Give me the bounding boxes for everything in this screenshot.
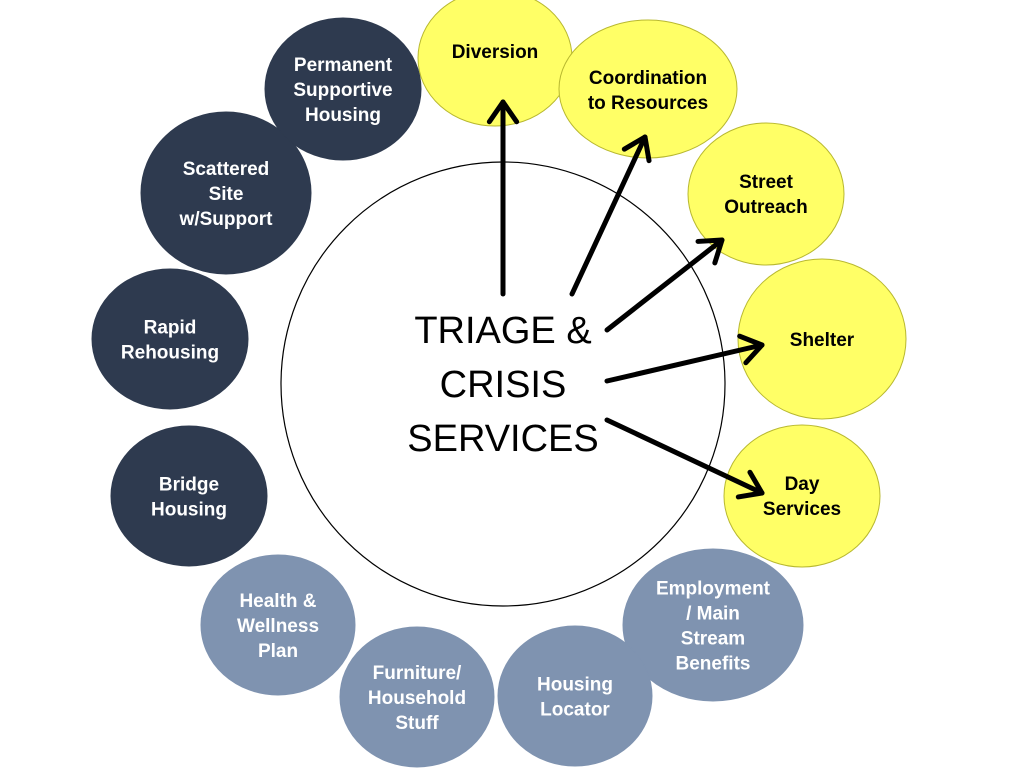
node-label-line: Permanent bbox=[294, 55, 393, 76]
arrow-to-day-services bbox=[604, 417, 765, 500]
node-circle-shelter bbox=[737, 258, 907, 420]
node-label-line: Day bbox=[785, 474, 820, 495]
node-label-line: Furniture/ bbox=[373, 663, 462, 684]
arrows-overlay bbox=[486, 99, 765, 500]
arrow-to-diversion bbox=[486, 99, 520, 297]
node-label-line: Household bbox=[368, 688, 466, 709]
node-circle-diversion bbox=[417, 0, 573, 127]
arrow-shaft bbox=[604, 417, 765, 496]
node-label-coordination-to-resources: Coordination to Resources bbox=[588, 68, 708, 114]
center-label: TRIAGE & CRISIS SERVICES bbox=[407, 310, 598, 460]
node-label-line: Employment bbox=[656, 579, 771, 600]
center-label-line: SERVICES bbox=[407, 418, 598, 460]
center-label-line: CRISIS bbox=[440, 364, 567, 406]
arrow-head bbox=[737, 333, 765, 366]
center-circle-group: TRIAGE & CRISIS SERVICES bbox=[280, 161, 726, 607]
node-circle-health-wellness-plan bbox=[200, 554, 356, 696]
node-label-line: Outreach bbox=[724, 197, 807, 218]
node-label-line: Housing bbox=[305, 105, 381, 126]
node-label-line: Health & bbox=[239, 591, 316, 612]
node-label-line: Stuff bbox=[395, 713, 439, 734]
node-shelter: Shelter bbox=[737, 258, 907, 420]
node-label-line: Housing bbox=[537, 675, 613, 696]
node-label-line: Wellness bbox=[237, 616, 319, 637]
node-label-line: to Resources bbox=[588, 93, 708, 114]
arrow-head bbox=[695, 237, 725, 266]
node-label-line: Diversion bbox=[452, 42, 539, 63]
node-label-line: / Main bbox=[686, 604, 740, 625]
arrow-shaft bbox=[569, 134, 648, 297]
node-circle-rapid-rehousing bbox=[91, 268, 249, 410]
arrow-to-street-outreach bbox=[604, 237, 725, 333]
arrow-shaft bbox=[604, 342, 765, 384]
node-label-line: Shelter bbox=[790, 330, 855, 351]
arrow-head bbox=[486, 99, 520, 125]
arrow-shaft bbox=[604, 237, 725, 333]
node-circle-bridge-housing bbox=[110, 425, 268, 567]
arrow-to-coordination-to-resources bbox=[569, 134, 652, 297]
node-label-line: Supportive bbox=[293, 80, 392, 101]
node-label-line: w/Support bbox=[179, 209, 274, 230]
node-circle-coordination-to-resources bbox=[558, 19, 738, 159]
node-circle-street-outreach bbox=[687, 122, 845, 266]
node-coordination-to-resources: Coordination to Resources bbox=[558, 19, 738, 159]
node-label-line: Stream bbox=[681, 629, 745, 650]
arrow-head bbox=[735, 469, 765, 500]
node-circle-furniture-household-stuff bbox=[339, 626, 495, 768]
arrow-to-shelter bbox=[604, 333, 765, 384]
node-label-line: Bridge bbox=[159, 475, 219, 496]
node-label-shelter: Shelter bbox=[790, 330, 855, 351]
node-label-line: Coordination bbox=[589, 68, 707, 89]
node-label-line: Plan bbox=[258, 641, 298, 662]
node-label-line: Rehousing bbox=[121, 343, 219, 364]
node-label-line: Locator bbox=[540, 700, 610, 721]
node-label-line: Benefits bbox=[676, 654, 751, 675]
node-circle-permanent-supportive-housing bbox=[264, 17, 422, 161]
node-label-line: Scattered bbox=[183, 159, 270, 180]
node-label-line: Services bbox=[763, 499, 841, 520]
node-circle-day-services bbox=[723, 424, 881, 568]
node-circle-scattered-site bbox=[140, 111, 312, 275]
node-label-line: Site bbox=[209, 184, 244, 205]
center-label-line: TRIAGE & bbox=[414, 310, 591, 352]
node-label-diversion: Diversion bbox=[452, 42, 539, 63]
node-circle-employment-benefits bbox=[622, 548, 804, 702]
node-diversion: Diversion bbox=[417, 0, 573, 127]
arrow-head bbox=[621, 134, 652, 164]
node-circle-housing-locator bbox=[497, 625, 653, 767]
node-label-line: Housing bbox=[151, 500, 227, 521]
node-label-line: Street bbox=[739, 172, 794, 193]
node-label-line: Rapid bbox=[144, 318, 197, 339]
